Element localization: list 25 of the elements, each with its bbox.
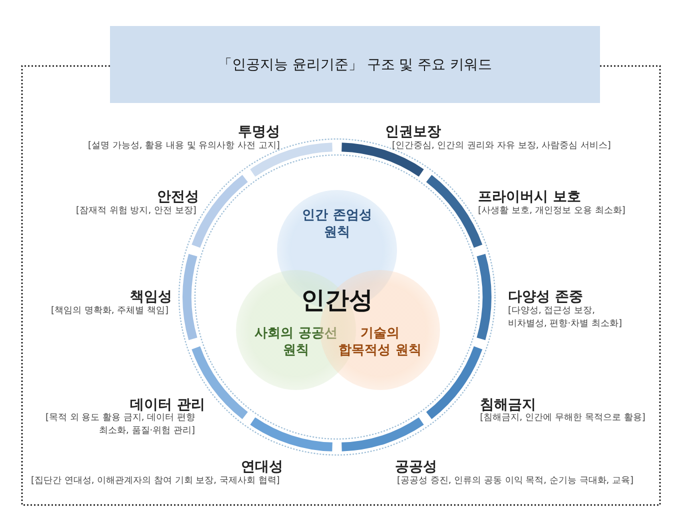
keyword-description: [침해금지, 인간에 무해한 목적으로 활용] (480, 412, 646, 425)
principle-label: 인간 존엄성 원칙 (301, 207, 373, 241)
keyword-description: [사생활 보호, 개인정보 오용 최소화] (478, 205, 626, 218)
principle-label: 사회의 공공선 원칙 (254, 325, 338, 359)
keyword-description: [집단간 연대성, 이해관계자의 참여 기회 보장, 국제사회 협력] (31, 475, 280, 488)
keyword-heading: 책임성 (130, 288, 172, 306)
keyword-heading: 침해금지 (480, 396, 536, 413)
keyword-description: [다양성, 접근성 보장, 비차별성, 편향·차별 최소화] (508, 305, 623, 331)
keyword-heading: 연대성 (241, 458, 283, 476)
keyword-heading: 프라이버시 보호 (478, 188, 581, 206)
keyword-heading: 인권보장 (385, 123, 441, 141)
title: 「인공지능 윤리기준」 구조 및 주요 키워드 (216, 56, 494, 74)
keyword-description: [공공성 증진, 인류의 공동 이익 목적, 순기능 극대화, 교육] (397, 475, 634, 488)
principle-label: 기술의 합목적성 원칙 (338, 325, 422, 359)
keyword-description: [책임의 명확화, 주체별 책임] (51, 305, 168, 318)
keyword-description: [설명 가능성, 활용 내용 및 유의사항 사전 고지] (88, 140, 280, 153)
keyword-heading: 다양성 존중 (508, 288, 583, 306)
keyword-description: [목적 외 용도 활용 금지, 데이터 편향 최소화, 품질·위험 관리] (45, 412, 195, 438)
keyword-description: [인간중심, 인간의 권리와 자유 보장, 사람중심 서비스] (392, 140, 611, 153)
keyword-heading: 투명성 (238, 123, 280, 141)
center-label: 인간성 (301, 285, 373, 316)
keyword-description: [잠재적 위험 방지, 안전 보장] (76, 205, 196, 218)
keyword-heading: 데이터 관리 (130, 396, 205, 413)
keyword-heading: 안전성 (157, 188, 199, 206)
keyword-heading: 공공성 (395, 458, 437, 476)
